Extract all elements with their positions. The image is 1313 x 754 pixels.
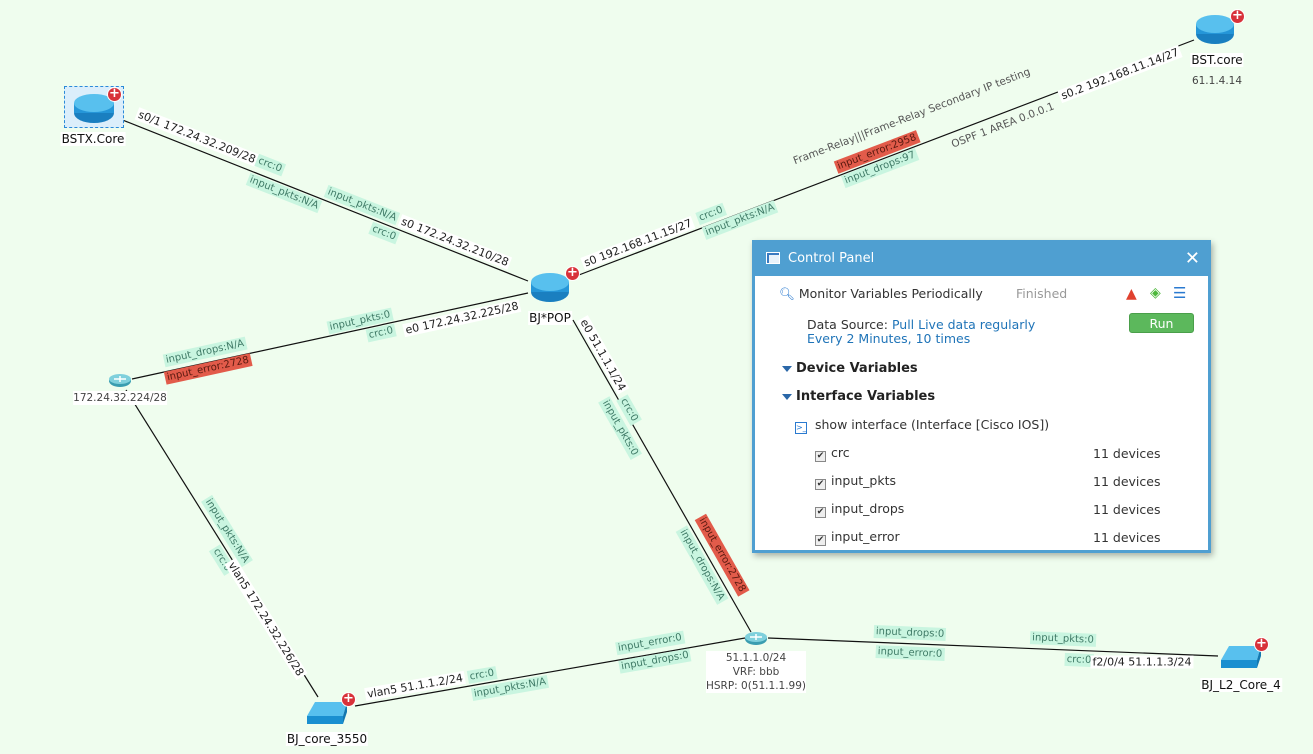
panel-header[interactable]: Control Panel bbox=[752, 240, 1211, 276]
checkbox[interactable]: ✔ bbox=[815, 451, 826, 462]
variable-name: input_drops bbox=[831, 501, 905, 516]
variable-label: crc:0 bbox=[1064, 652, 1094, 668]
task-row[interactable]: 🔍︎ Monitor Variables Periodically bbox=[779, 286, 983, 302]
schedule-link[interactable]: Every 2 Minutes, 10 times bbox=[807, 331, 971, 346]
device-name: BJ_core_3550 bbox=[285, 732, 369, 746]
caret-down-icon bbox=[782, 393, 792, 400]
variable-count: 11 devices bbox=[1093, 446, 1161, 461]
device-bj-l2-core-4[interactable]: + bbox=[1217, 637, 1269, 674]
checkbox[interactable]: ✔ bbox=[815, 535, 826, 546]
hsrp-label: HSRP: 0(51.1.1.99) bbox=[705, 680, 807, 692]
device-name: BST.core bbox=[1190, 53, 1244, 67]
router-icon bbox=[531, 273, 569, 302]
variable-input-drops[interactable]: ✔ input_drops bbox=[815, 501, 904, 518]
device-ip: 61.1.4.14 bbox=[1191, 75, 1243, 87]
device-name: BSTX.Core bbox=[60, 132, 126, 146]
data-source: Data Source: Pull Live data regularly bbox=[807, 317, 1035, 332]
data-source-label: Data Source: bbox=[807, 317, 888, 332]
run-button[interactable]: Run bbox=[1129, 313, 1194, 333]
device-bstx-core[interactable]: + bbox=[64, 86, 124, 128]
command-label: show interface (Interface [Cisco IOS]) bbox=[814, 417, 1050, 432]
section-label: Interface Variables bbox=[796, 389, 936, 404]
subnet-icon bbox=[745, 632, 767, 645]
link-bjpop-subnet51[interactable] bbox=[572, 319, 752, 633]
close-icon[interactable]: ✕ bbox=[1184, 248, 1200, 269]
control-panel: Control Panel ✕ 🔍︎ Monitor Variables Per… bbox=[752, 240, 1211, 553]
caret-down-icon bbox=[782, 365, 792, 372]
router-icon bbox=[1196, 15, 1234, 44]
monitor-icon bbox=[766, 252, 780, 264]
device-variables-toggle[interactable]: Device Variables bbox=[782, 361, 918, 376]
terminal-icon: >_ bbox=[795, 422, 807, 434]
plus-badge-icon[interactable]: + bbox=[565, 266, 580, 281]
subnet-node-51-1-1-0[interactable] bbox=[744, 630, 768, 650]
data-source-link[interactable]: Pull Live data regularly bbox=[891, 317, 1036, 332]
subnet-label: 172.24.32.224/28 bbox=[73, 391, 167, 405]
section-label: Device Variables bbox=[796, 361, 918, 376]
router-icon bbox=[74, 94, 114, 123]
switch-icon bbox=[307, 702, 347, 724]
vrf-label: VRF: bbb bbox=[732, 666, 780, 678]
menu-icon[interactable]: ☰ bbox=[1173, 284, 1187, 302]
variable-label: input_pkts:0 bbox=[1029, 631, 1097, 647]
interface-label: f2/0/4 51.1.1.3/24 bbox=[1090, 655, 1194, 669]
plus-badge-icon[interactable]: + bbox=[1254, 637, 1269, 652]
variable-input-pkts[interactable]: ✔ input_pkts bbox=[815, 473, 896, 490]
interface-variables-toggle[interactable]: Interface Variables bbox=[782, 389, 935, 404]
subnet-info: 51.1.1.0/24 VRF: bbb HSRP: 0(51.1.1.99) bbox=[705, 651, 807, 693]
device-bj-core-3550[interactable]: + bbox=[303, 692, 356, 726]
switch-icon bbox=[1221, 646, 1261, 668]
link-subnet51-bjl2[interactable] bbox=[767, 637, 1219, 657]
variable-name: input_pkts bbox=[831, 473, 896, 488]
subnet-label: 51.1.1.0/24 bbox=[725, 652, 787, 664]
variable-input-error[interactable]: ✔ input_error bbox=[815, 529, 900, 546]
task-name: Monitor Variables Periodically bbox=[798, 286, 983, 301]
checkbox[interactable]: ✔ bbox=[815, 507, 826, 518]
device-bst-core[interactable]: + bbox=[1193, 9, 1245, 48]
variable-count: 11 devices bbox=[1093, 502, 1161, 517]
device-name: BJ*POP bbox=[528, 311, 572, 325]
link-bstx-bjpop[interactable] bbox=[119, 118, 529, 282]
device-bj-pop[interactable]: + bbox=[528, 266, 580, 306]
device-name: BJ_L2_Core_4 bbox=[1200, 678, 1282, 692]
magnifier-bulb-icon: 🔍︎ bbox=[779, 286, 795, 301]
warning-icon[interactable]: ▲ bbox=[1126, 286, 1137, 302]
command-item[interactable]: >_ show interface (Interface [Cisco IOS]… bbox=[795, 417, 1049, 434]
variable-name: input_error bbox=[831, 529, 900, 544]
variable-name: crc bbox=[831, 445, 850, 460]
plus-badge-icon[interactable]: + bbox=[1230, 9, 1245, 24]
plus-badge-icon[interactable]: + bbox=[341, 692, 356, 707]
variable-crc[interactable]: ✔ crc bbox=[815, 445, 850, 462]
panel-title: Control Panel bbox=[788, 250, 875, 266]
layers-icon[interactable]: ◈ bbox=[1150, 285, 1161, 301]
checkbox[interactable]: ✔ bbox=[815, 479, 826, 490]
plus-badge-icon[interactable]: + bbox=[107, 87, 122, 102]
variable-count: 11 devices bbox=[1093, 530, 1161, 545]
task-status: Finished bbox=[1016, 286, 1068, 301]
variable-count: 11 devices bbox=[1093, 474, 1161, 489]
subnet-node-172-24-32-224[interactable] bbox=[108, 372, 132, 392]
subnet-icon bbox=[109, 374, 131, 387]
